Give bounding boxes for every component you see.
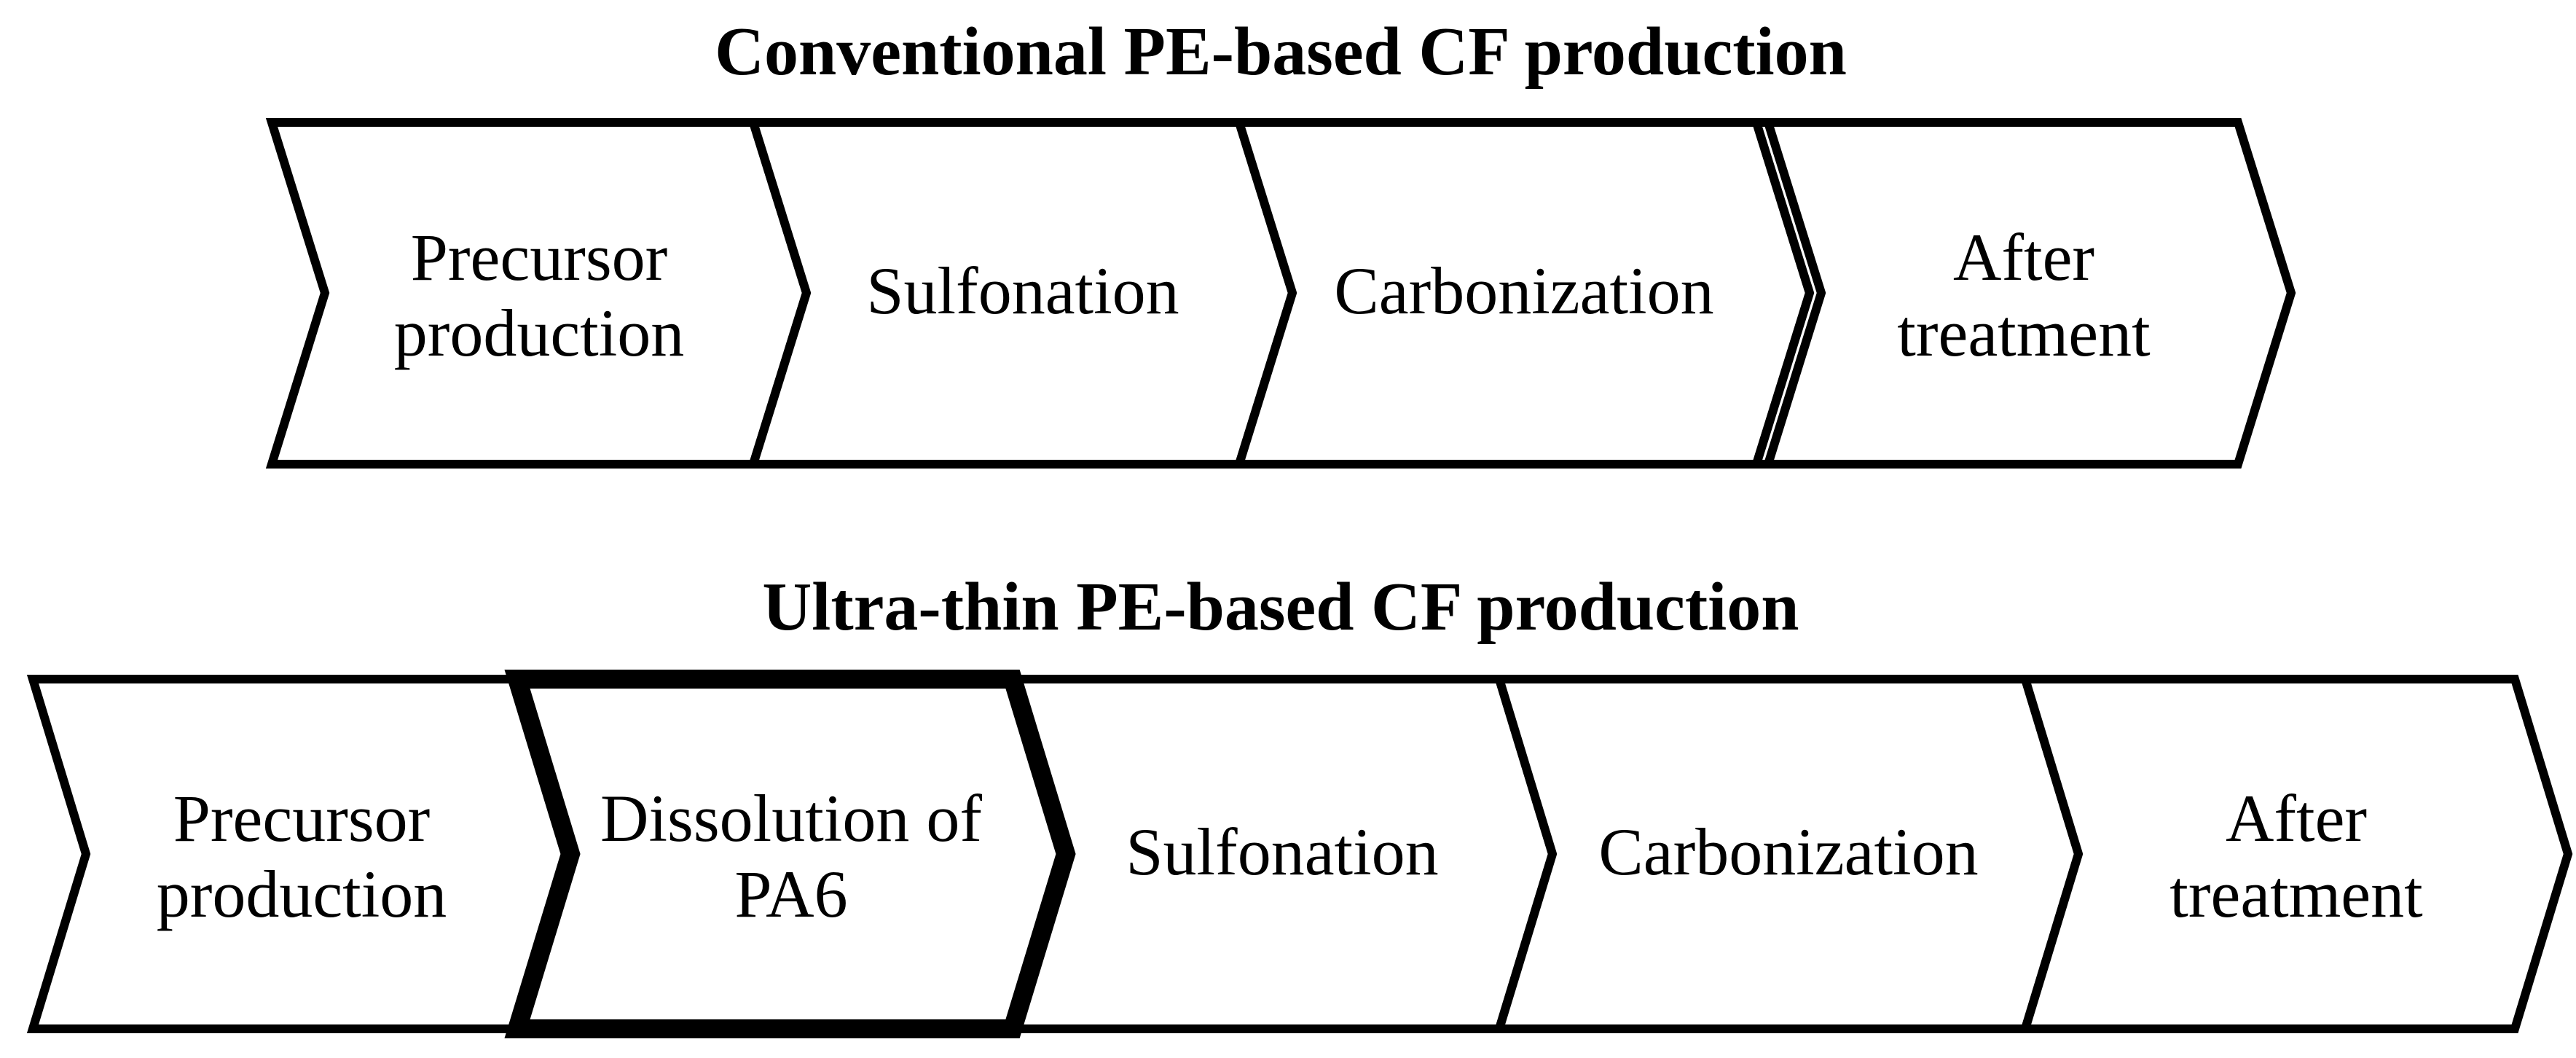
row1-title: Conventional PE-based CF production <box>715 14 1847 90</box>
step-label: treatment <box>2169 857 2423 931</box>
step-label: Carbonization <box>1334 254 1713 328</box>
divider-carbonization-after-treatment <box>1764 121 1826 466</box>
chevron-dissolution-of-pa6-highlighted <box>504 670 1076 1038</box>
step-label: production <box>157 857 447 931</box>
step-label: PA6 <box>734 857 847 931</box>
step-label: Precursor <box>411 220 668 294</box>
chevron-after-treatment <box>2019 675 2573 1033</box>
step-label: Dissolution of <box>600 781 982 855</box>
chevron-after-treatment <box>1750 118 2296 469</box>
step-label: After <box>1953 220 2094 294</box>
step-label: Precursor <box>173 781 431 855</box>
step-label: Carbonization <box>1598 815 1978 889</box>
step-label: Sulfonation <box>866 254 1179 328</box>
step-label: treatment <box>1897 296 2151 370</box>
step-label: Sulfonation <box>1126 815 1438 889</box>
row2-title: Ultra-thin PE-based CF production <box>762 569 1799 645</box>
row2-chevron-band: Precursor production Dissolution of PA6 … <box>26 670 2573 1038</box>
step-label: After <box>2226 781 2367 855</box>
step-label: production <box>394 296 685 370</box>
row1-chevron-band: Precursor production Sulfonation Carboni… <box>265 118 2296 469</box>
